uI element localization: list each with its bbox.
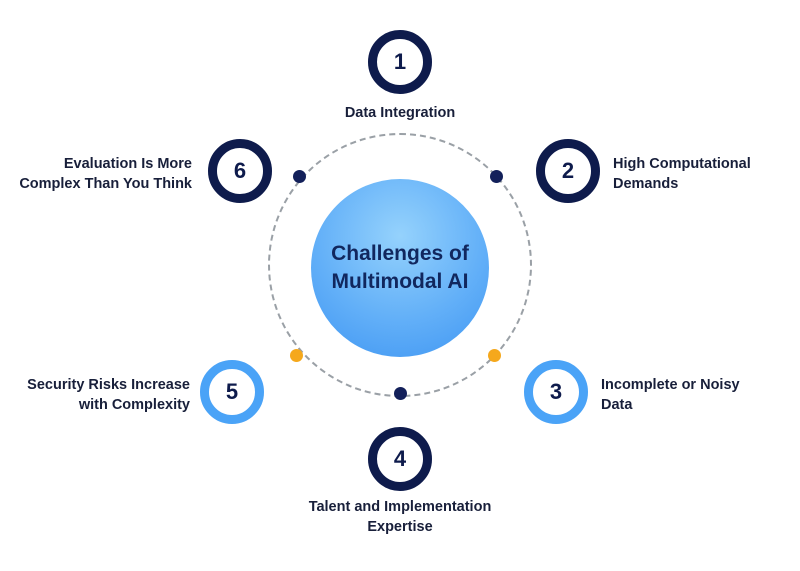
node-6-badge: 6 <box>208 139 272 203</box>
node-3-label: Incomplete or Noisy Data <box>601 377 740 413</box>
node-6-number: 6 <box>233 158 247 183</box>
node-5-number: 5 <box>225 379 239 404</box>
node-2-badge: 2 <box>536 139 600 203</box>
node-3-number: 3 <box>549 379 563 404</box>
node-2-label: High Computational Demands <box>613 156 751 192</box>
center-circle: Challenges of Multimodal AI <box>311 179 489 357</box>
orbit-dot-dark-top-right <box>490 170 503 183</box>
orbit-dot-orange-left <box>290 349 303 362</box>
node-4-number: 4 <box>393 446 407 471</box>
center-title: Challenges of Multimodal AI <box>331 241 469 293</box>
node-2-number: 2 <box>561 158 575 183</box>
node-5-badge: 5 <box>200 360 264 424</box>
node-1-badge: 1 <box>368 30 432 94</box>
orbit-dot-dark-top-left <box>293 170 306 183</box>
node-1-number: 1 <box>393 49 407 74</box>
orbit-dot-orange-right <box>488 349 501 362</box>
node-4-label: Talent and Implementation Expertise <box>308 499 492 535</box>
node-4-badge: 4 <box>368 427 432 491</box>
node-3-badge: 3 <box>524 360 588 424</box>
orbit-dot-dark-bottom <box>394 387 407 400</box>
node-5-label: Security Risks Increase with Complexity <box>27 377 190 413</box>
node-6-label: Evaluation Is More Complex Than You Thin… <box>19 156 192 192</box>
node-1-label: Data Integration <box>344 105 456 121</box>
